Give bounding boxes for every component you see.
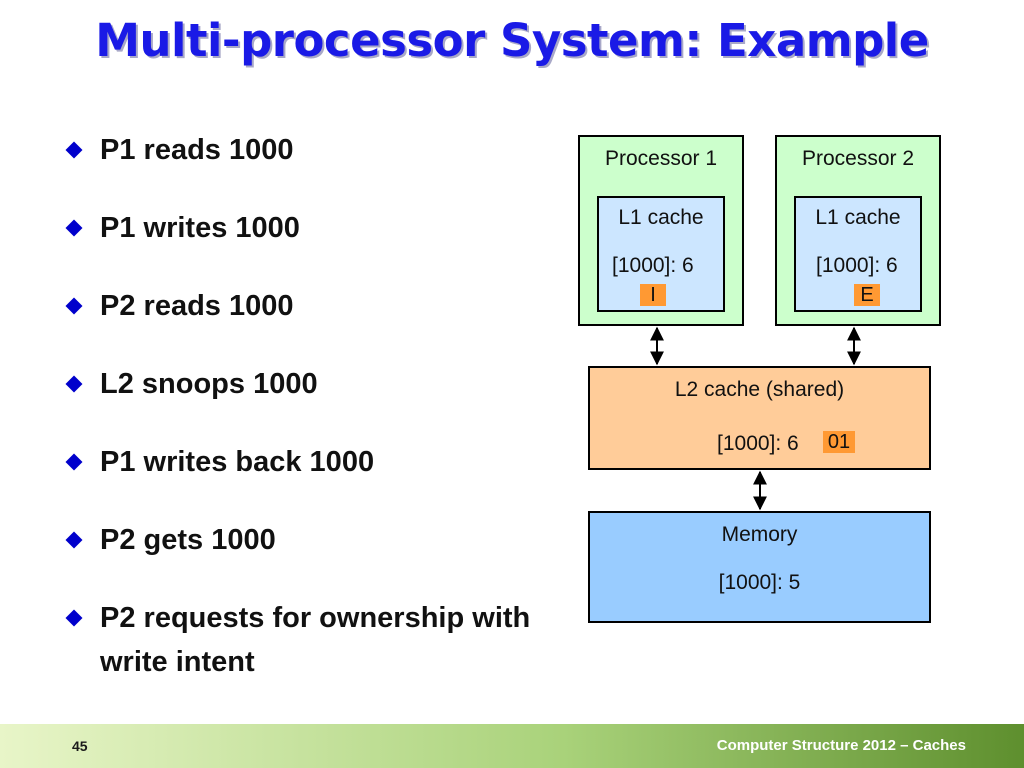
diamond-bullet-icon — [65, 531, 83, 549]
diamond-bullet-icon — [65, 453, 83, 471]
slide-title: Multi-processor System: Example — [95, 14, 929, 67]
memory-label: Memory — [721, 523, 798, 546]
page-number: 45 — [72, 738, 88, 754]
bullet-text: P2 gets 1000 — [100, 524, 276, 556]
l2-cache-box: L2 cache (shared) [1000]: 6 01 — [588, 366, 931, 470]
l1-cache-label: L1 cache — [815, 206, 901, 229]
diamond-bullet-icon — [65, 141, 83, 159]
bullet-text: P1 reads 1000 — [100, 134, 294, 166]
bullet-text: P2 reads 1000 — [100, 290, 294, 322]
bullet-item: P2 gets 1000 — [64, 518, 584, 562]
bullet-item: P1 writes back 1000 — [64, 440, 584, 484]
footer-bar — [0, 724, 1024, 768]
diamond-bullet-icon — [65, 219, 83, 237]
diamond-bullet-icon — [65, 609, 83, 627]
diamond-bullet-icon — [65, 375, 83, 393]
footer-course-title: Computer Structure 2012 – Caches — [716, 737, 966, 754]
memory-box: Memory [1000]: 5 — [588, 511, 931, 623]
bullet-item: P1 writes 1000 — [64, 206, 584, 250]
mesi-state-badge: E — [854, 284, 880, 306]
mesi-state-badge: I — [640, 284, 666, 306]
bullet-list: P1 reads 1000 P1 writes 1000 P2 reads 10… — [64, 128, 584, 718]
processor1-l1-cache: L1 cache [1000]: 6 I — [597, 196, 725, 312]
l1-cache-value: [1000]: 6 — [816, 254, 898, 277]
bullet-text: L2 snoops 1000 — [100, 368, 318, 400]
l2-inclusion-bits-badge: 01 — [823, 431, 855, 453]
bullet-item: P1 reads 1000 — [64, 128, 584, 172]
bullet-item: P2 reads 1000 — [64, 284, 584, 328]
bullet-text: P2 requests for ownership with write int… — [100, 602, 531, 678]
processor1-box: Processor 1 L1 cache [1000]: 6 I — [578, 135, 744, 326]
diamond-bullet-icon — [65, 297, 83, 315]
l2-cache-value: [1000]: 6 — [717, 432, 799, 455]
processor2-label: Processor 2 — [801, 147, 915, 170]
memory-value: [1000]: 5 — [718, 571, 801, 594]
processor2-l1-cache: L1 cache [1000]: 6 E — [794, 196, 922, 312]
bullet-item: L2 snoops 1000 — [64, 362, 584, 406]
bullet-text: P1 writes 1000 — [100, 212, 300, 244]
bullet-item: P2 requests for ownership with write int… — [64, 596, 584, 684]
processor1-label: Processor 1 — [604, 147, 718, 170]
processor2-box: Processor 2 L1 cache [1000]: 6 E — [775, 135, 941, 326]
l1-cache-label: L1 cache — [618, 206, 704, 229]
l2-cache-label: L2 cache (shared) — [674, 378, 845, 401]
bullet-text: P1 writes back 1000 — [100, 446, 375, 478]
l1-cache-value: [1000]: 6 — [612, 254, 694, 277]
